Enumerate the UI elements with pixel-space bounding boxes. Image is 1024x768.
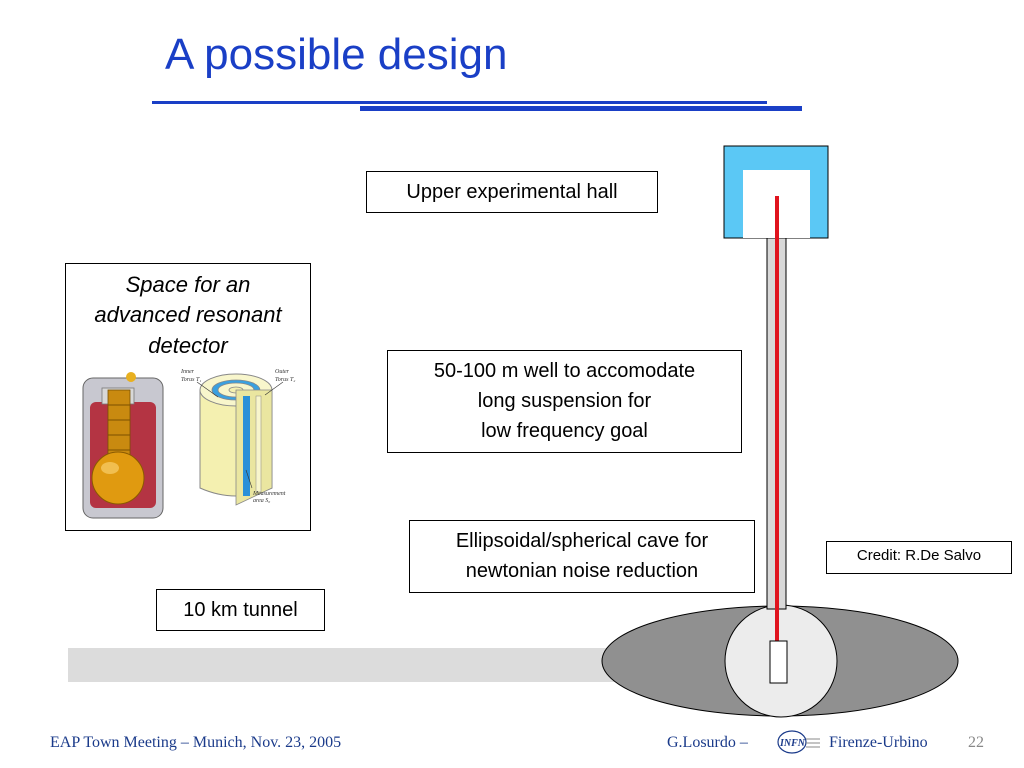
- footer-left: EAP Town Meeting – Munich, Nov. 23, 2005: [50, 734, 342, 751]
- title-rule-thin: [152, 101, 767, 104]
- test-mass: [769, 640, 788, 684]
- upper-hall-label: Upper experimental hall: [366, 171, 658, 213]
- tunnel-bar: [68, 648, 614, 682]
- svg-text:INFN: INFN: [779, 738, 806, 749]
- well-label: 50-100 m well to accomodate long suspens…: [387, 350, 742, 453]
- title-rule-thick: [360, 106, 802, 111]
- resonant-detector-panel: Space for an advanced resonant detector: [65, 263, 311, 531]
- credit-box: Credit: R.De Salvo: [826, 541, 1012, 574]
- infn-logo-icon: INFN: [776, 727, 822, 757]
- slide-title: A possible design: [165, 30, 508, 79]
- footer-right: Firenze-Urbino: [829, 734, 928, 751]
- page-number: 22: [968, 734, 984, 751]
- footer-author: G.Losurdo –: [667, 734, 748, 751]
- tunnel-label: 10 km tunnel: [156, 589, 325, 631]
- cave-label: Ellipsoidal/spherical cave for newtonian…: [409, 520, 755, 593]
